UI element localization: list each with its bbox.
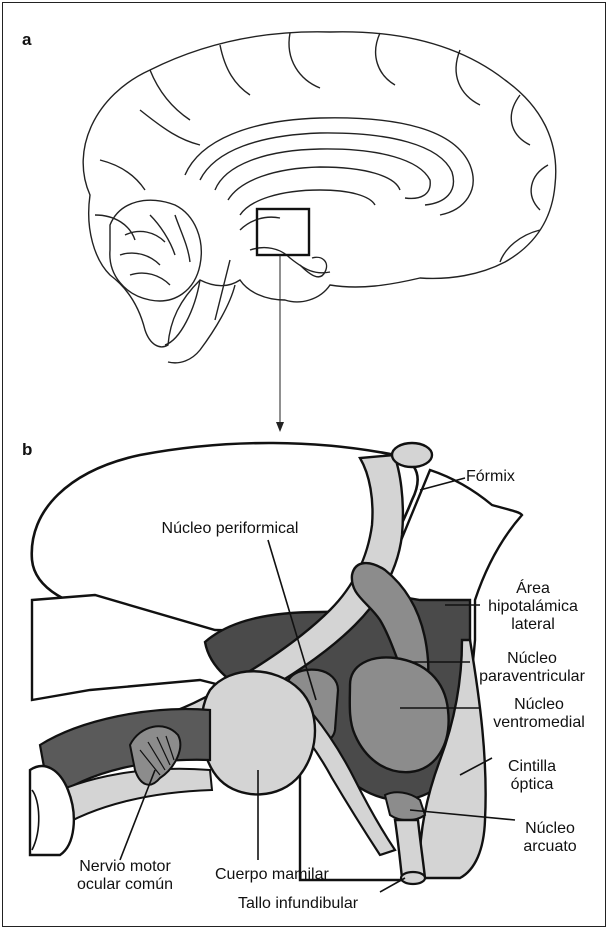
label-periformical: Núcleo periformical: [130, 520, 330, 538]
label-arcuato: Núcleo arcuato: [510, 820, 590, 856]
label-nervio: Nervio motor ocular común: [70, 858, 180, 894]
label-mamilar: Cuerpo mamilar: [215, 866, 329, 884]
label-area-hipotalamica: Área hipotalámica lateral: [478, 580, 588, 634]
fornix-cap: [392, 443, 432, 467]
zoom-arrow-head: [276, 422, 284, 432]
label-paraventricular: Núcleo paraventricular: [466, 650, 598, 686]
label-cintilla: Cintilla óptica: [492, 758, 572, 794]
panel-label-a: a: [22, 30, 31, 50]
panel-label-b: b: [22, 440, 32, 460]
brain-sagittal-drawing: [83, 32, 556, 363]
label-ventromedial: Núcleo ventromedial: [484, 696, 594, 732]
label-tallo: Tallo infundibular: [238, 895, 358, 913]
label-fornix: Fórmix: [466, 468, 515, 486]
